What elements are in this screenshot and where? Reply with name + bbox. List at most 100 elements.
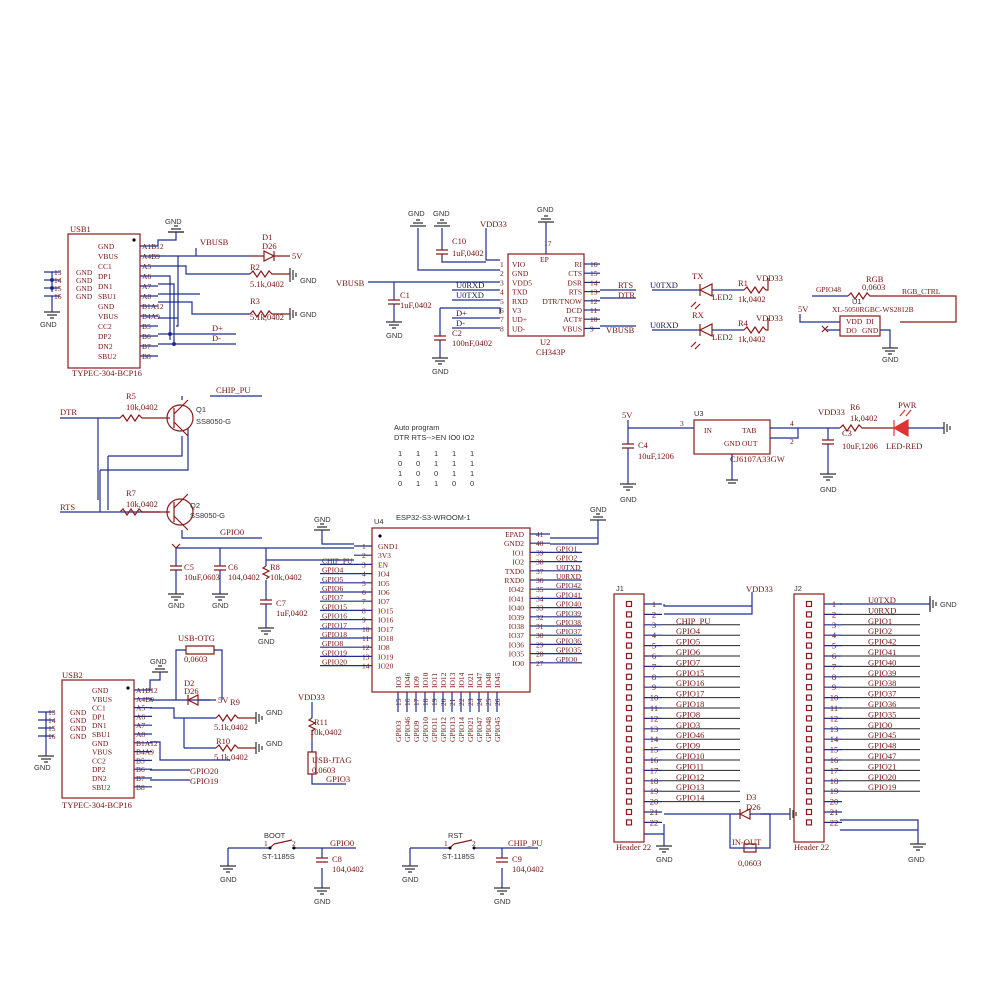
j2-rows-pin-pad	[805, 736, 813, 743]
svg-text:GND: GND	[820, 485, 837, 494]
svg-text:GPIO3: GPIO3	[326, 774, 350, 784]
j1-rows-net-label: GPIO17	[676, 689, 704, 699]
esp32-left-pin-name: EN	[378, 560, 389, 569]
j2-rows-pin-pad	[805, 600, 813, 608]
usb1-part: TYPEC-304-BCP16	[72, 368, 142, 378]
j1-rows-pin-pad	[625, 725, 633, 732]
j2-rows-pin-pad	[805, 632, 813, 639]
ch343-left-pin-number: 4	[500, 288, 504, 297]
svg-text:GND: GND	[165, 217, 182, 226]
esp32-left-pin-name: IO4	[378, 570, 390, 579]
esp32-bottom-net-label: GPIO13	[448, 717, 457, 742]
svg-text:D26: D26	[746, 802, 761, 812]
svg-text:BOOT: BOOT	[264, 831, 286, 840]
svg-text:C10: C10	[452, 236, 466, 246]
usb1-pin-name: VBUS	[98, 252, 118, 261]
svg-text:EP: EP	[540, 255, 549, 264]
j1-rows-net-label: GPIO13	[676, 782, 704, 792]
svg-text:VDD33: VDD33	[756, 273, 783, 283]
j1-rows-pin-pad	[625, 632, 633, 639]
dplus-label: D+	[212, 323, 223, 333]
truth-cell: 1	[416, 449, 420, 458]
svg-text:GND: GND	[150, 657, 167, 666]
truth-cell: 0	[398, 479, 402, 488]
j2-rows-pin-pad	[805, 819, 813, 826]
esp32-left-net-label: GPIO20	[322, 658, 347, 667]
rst-switch[interactable]: RST ST-1185S 1 2 CHIP_PU C9 104,0402 GND…	[402, 831, 544, 906]
esp32-left-net-label: CHIP_PU	[322, 556, 353, 565]
esp32-left-pin-name: IO20	[378, 662, 394, 671]
svg-text:USB-JTAG: USB-JTAG	[312, 755, 351, 765]
j2-rows-pin-pad	[805, 756, 813, 764]
svg-text:R10: R10	[216, 736, 230, 746]
cap-c4: C4 10uF,1206	[622, 440, 674, 461]
esp32-bottom-pin-name: IO11	[430, 673, 439, 688]
cap-c5: C5 10uF,0603	[170, 562, 220, 582]
esp32-right-pin-name: IO36	[509, 640, 525, 649]
svg-text:104,0402: 104,0402	[512, 864, 544, 874]
ch343-left-pin-number: 1	[500, 260, 504, 269]
ch343-left-pin-name: GND	[512, 269, 529, 278]
j2-rows-pin-pad	[805, 777, 813, 784]
truth-cell: 1	[452, 449, 456, 458]
resistor-r10: R10 5.1k,0402	[214, 736, 256, 762]
svg-text:2: 2	[790, 437, 794, 446]
ch343-left-pin-number: 8	[500, 324, 504, 333]
esp32-left-net-label: GPIO15	[322, 602, 347, 611]
j1-rows-pin-pad	[625, 600, 633, 608]
svg-text:GND: GND	[314, 897, 331, 906]
boot-switch[interactable]: BOOT ST-1185S 1 2 GPIO0 C8 104,0402 GND …	[220, 831, 364, 906]
j1-rows-pin-pad	[625, 819, 633, 826]
svg-text:GND: GND	[494, 897, 511, 906]
j1-rows-pin-pad	[625, 673, 633, 680]
svg-text:VDD33: VDD33	[298, 692, 325, 702]
svg-text:VDD: VDD	[846, 317, 863, 326]
esp32-left-net-label: GPIO19	[322, 648, 347, 657]
svg-text:GND: GND	[212, 601, 229, 610]
svg-text:DO: DO	[846, 326, 857, 335]
j1-rows-net-label: GPIO11	[676, 761, 704, 771]
svg-text:0,0603: 0,0603	[184, 654, 207, 664]
j1-rows-pin-pad	[625, 736, 633, 743]
esp32-left-net-label: GPIO4	[322, 566, 344, 575]
svg-text:RX: RX	[692, 310, 704, 320]
svg-text:R2: R2	[250, 262, 260, 272]
esp32-bottom-net-label: GPIO9	[412, 720, 421, 742]
usb1-pin-name: DP2	[98, 332, 112, 341]
svg-text:DTR RTS-->EN IO0 IO2: DTR RTS-->EN IO0 IO2	[394, 433, 475, 442]
esp32-bottom-net-label: GPIO45	[493, 717, 502, 742]
j1-rows-pin-pad	[625, 788, 633, 795]
j2-rows-net-label: GPIO2	[868, 626, 892, 636]
esp32-bottom-pin-name: IO14	[457, 672, 466, 688]
ch343-right-pin-name: DSR	[567, 278, 582, 287]
usb1-pin-name: VBUS	[98, 312, 118, 321]
esp32-left-pin-name: IO18	[378, 634, 394, 643]
svg-text:LED2: LED2	[712, 332, 733, 342]
svg-text:1uF,0402: 1uF,0402	[400, 300, 432, 310]
svg-text:J2: J2	[794, 584, 802, 593]
svg-text:2: 2	[292, 839, 296, 848]
usb1-pin-name: DN1	[98, 282, 113, 291]
ch343-left-pin-number: 5	[500, 297, 504, 306]
svg-text:3: 3	[680, 419, 684, 428]
esp32-left-pin-name: IO7	[378, 597, 390, 606]
j1-rows-net-label: GPIO5	[676, 637, 700, 647]
esp32-right-pin-name: IO0	[512, 659, 524, 668]
esp32-right-net-label: U0RXD	[556, 572, 582, 581]
svg-text:D26: D26	[262, 241, 277, 251]
usb2-pin-name: DN1	[92, 721, 107, 730]
esp32-bottom-net-label: GPIO47	[475, 717, 484, 742]
j2-rows-pin-pad	[805, 725, 813, 732]
j2-rows-net-label: GPIO48	[868, 741, 896, 751]
esp32-bottom-pin-name: IO46	[403, 672, 412, 688]
svg-text:GND: GND	[386, 331, 403, 340]
resistor-r1: R1 1k,0402	[738, 278, 769, 304]
esp32-bottom-net-label: GPIO14	[457, 717, 466, 742]
ch343-chip: U2 CH343P VIO1GND2VDD53TXD4RXD5V36UD+7UD…	[500, 239, 600, 357]
svg-text:GND: GND	[908, 855, 925, 864]
j1-rows-pin-pad	[625, 777, 633, 784]
esp32-right-net-label: GPIO0	[556, 655, 578, 664]
